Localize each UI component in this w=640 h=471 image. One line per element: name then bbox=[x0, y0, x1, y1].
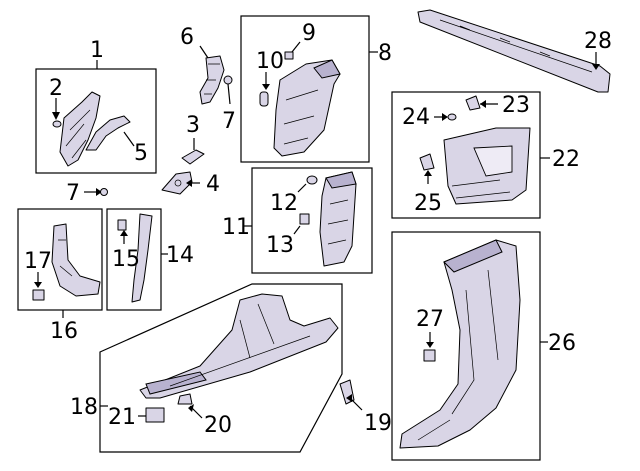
part-13-clip bbox=[299, 213, 310, 225]
group-16: 16 17 bbox=[17, 208, 103, 344]
callout-14[interactable]: 14 bbox=[166, 243, 194, 268]
callout-10[interactable]: 10 bbox=[256, 49, 284, 74]
part-17-clip bbox=[32, 289, 45, 301]
callout-26[interactable]: 26 bbox=[548, 331, 576, 356]
part-10-fastener bbox=[259, 91, 269, 107]
part-14-pillar-strip bbox=[131, 213, 153, 303]
part-3-cap bbox=[181, 149, 205, 165]
part-24-clip bbox=[447, 113, 457, 121]
callout-8[interactable]: 8 bbox=[378, 41, 392, 66]
callout-24[interactable]: 24 bbox=[402, 105, 430, 130]
part-5-grab-handle bbox=[85, 115, 131, 151]
callout-19[interactable]: 19 bbox=[364, 411, 392, 436]
group-1-box bbox=[35, 68, 157, 174]
callout-11[interactable]: 11 bbox=[222, 215, 250, 240]
callout-2[interactable]: 2 bbox=[49, 76, 63, 101]
group-19: 19 bbox=[339, 379, 392, 436]
callout-22[interactable]: 22 bbox=[552, 147, 580, 172]
part-18-sill-trim bbox=[139, 293, 339, 399]
part-8-pillar-trim bbox=[273, 59, 341, 157]
part-15-clip bbox=[117, 219, 127, 231]
callout-5[interactable]: 5 bbox=[134, 141, 148, 166]
group-8: 8 9 10 bbox=[240, 15, 392, 163]
callout-18[interactable]: 18 bbox=[70, 395, 98, 420]
callout-27[interactable]: 27 bbox=[416, 307, 444, 332]
group-28: 28 bbox=[417, 9, 612, 93]
part-21-clip bbox=[145, 407, 165, 423]
group-16-box bbox=[17, 208, 103, 311]
callout-9[interactable]: 9 bbox=[302, 21, 316, 46]
group-26: 26 27 bbox=[391, 231, 576, 461]
callout-28[interactable]: 28 bbox=[584, 29, 612, 54]
callout-3[interactable]: 3 bbox=[186, 113, 200, 138]
callout-16[interactable]: 16 bbox=[50, 319, 78, 344]
part-16-lower-trim bbox=[51, 223, 101, 297]
part-7-screw-lower bbox=[100, 188, 108, 196]
part-2-clip bbox=[52, 120, 62, 128]
group-22: 22 24 23 25 bbox=[391, 91, 580, 219]
group-1: 1 2 5 bbox=[35, 38, 157, 174]
callout-7a[interactable]: 7 bbox=[222, 109, 236, 134]
callout-15[interactable]: 15 bbox=[112, 247, 140, 272]
group-3-4: 3 4 bbox=[161, 113, 220, 197]
part-7-screw-upper bbox=[223, 75, 233, 85]
callout-12[interactable]: 12 bbox=[270, 191, 298, 216]
callout-1[interactable]: 1 bbox=[90, 38, 104, 63]
callout-25[interactable]: 25 bbox=[414, 191, 442, 216]
group-11: 11 12 13 bbox=[222, 167, 373, 274]
group-8-box bbox=[240, 15, 370, 163]
part-20-clip bbox=[177, 393, 193, 405]
group-14-box bbox=[106, 208, 162, 311]
part-25-clip bbox=[419, 153, 435, 171]
callout-7b[interactable]: 7 bbox=[66, 181, 80, 206]
part-28-rear-sill bbox=[417, 9, 611, 93]
screw-7-lower: 7 bbox=[66, 181, 108, 206]
callout-21[interactable]: 21 bbox=[108, 405, 136, 430]
group-26-box bbox=[391, 231, 541, 461]
group-11-box bbox=[251, 167, 373, 274]
callout-20[interactable]: 20 bbox=[204, 413, 232, 438]
part-12-clip bbox=[306, 175, 318, 185]
group-6: 6 7 bbox=[180, 25, 236, 134]
group-14: 14 15 bbox=[106, 208, 194, 311]
group-22-box bbox=[391, 91, 541, 219]
callout-13[interactable]: 13 bbox=[266, 233, 294, 258]
group-18-box bbox=[99, 283, 343, 453]
part-23-clip bbox=[465, 95, 481, 111]
callout-4[interactable]: 4 bbox=[206, 172, 220, 197]
group-18: 18 21 20 bbox=[70, 283, 343, 453]
part-9-clip bbox=[284, 51, 294, 60]
part-26-quarter-trim bbox=[399, 239, 521, 449]
callout-23[interactable]: 23 bbox=[502, 93, 530, 118]
callout-6[interactable]: 6 bbox=[180, 25, 194, 50]
part-27-clip bbox=[423, 349, 436, 362]
callout-17[interactable]: 17 bbox=[24, 249, 52, 274]
part-4-cover bbox=[161, 171, 193, 195]
